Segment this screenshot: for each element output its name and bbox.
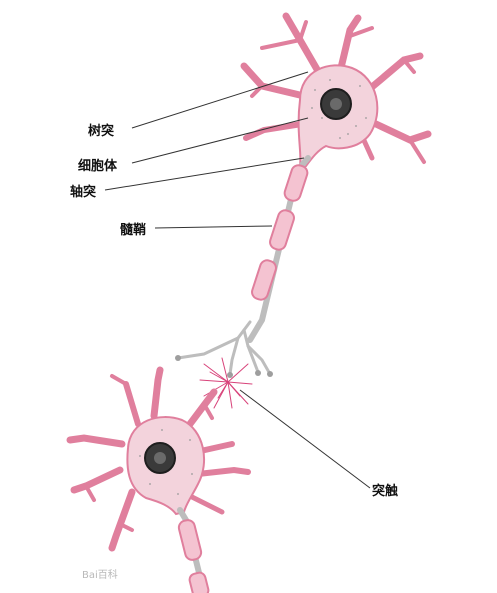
- terminal-buttons: [175, 355, 273, 378]
- axon-terminals: [176, 320, 272, 376]
- leader-line-soma: [131, 117, 309, 164]
- lower-neuron: [66, 366, 251, 593]
- lower-soma-stipple: [139, 429, 193, 495]
- leader-line-dendrite: [131, 71, 309, 129]
- leader-lines: [104, 71, 371, 489]
- label-soma: 细胞体: [78, 159, 118, 174]
- watermark: Bai百科: [82, 570, 118, 581]
- leader-line-synapse: [239, 389, 371, 489]
- label-dendrite: 树突: [88, 124, 115, 139]
- label-myelin: 髓鞘: [120, 223, 147, 238]
- synapse-spark: [199, 357, 253, 409]
- upper-soma-stipple: [311, 79, 367, 139]
- upper-neuron: [175, 12, 432, 378]
- label-synapse: 突触: [372, 484, 399, 499]
- lower-myelin-sheath: [177, 519, 210, 593]
- leader-line-axon: [104, 157, 305, 191]
- upper-myelin-sheath: [251, 164, 309, 301]
- leader-line-myelin: [154, 225, 273, 229]
- label-axon: 轴突: [70, 185, 97, 200]
